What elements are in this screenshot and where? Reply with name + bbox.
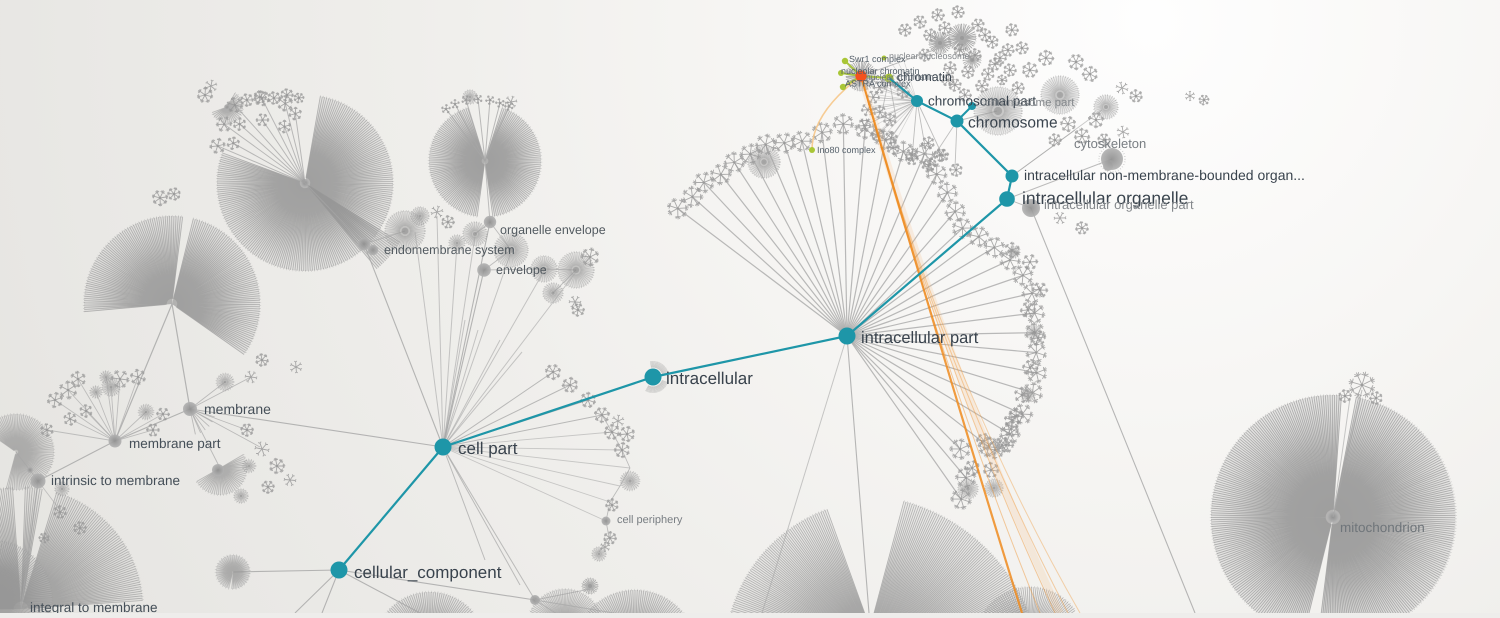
- svg-text:chromosome: chromosome: [968, 115, 1058, 132]
- svg-text:intracellular part: intracellular part: [861, 329, 979, 347]
- svg-text:cytoskeleton: cytoskeleton: [1074, 136, 1146, 151]
- svg-text:membrane: membrane: [204, 401, 271, 417]
- svg-text:intracellular: intracellular: [666, 369, 753, 388]
- svg-text:chromosomal part: chromosomal part: [928, 94, 1036, 109]
- svg-text:intracellular organelle part: intracellular organelle part: [1044, 197, 1194, 212]
- svg-text:cell part: cell part: [458, 439, 518, 458]
- svg-text:Ino80 complex: Ino80 complex: [817, 145, 876, 155]
- svg-text:nucleolar chromatin: nucleolar chromatin: [841, 66, 920, 76]
- svg-text:integral to membrane: integral to membrane: [30, 600, 158, 613]
- svg-text:Swr1 complex: Swr1 complex: [849, 54, 906, 64]
- svg-text:chromatin: chromatin: [897, 70, 952, 84]
- svg-text:intrinsic to membrane: intrinsic to membrane: [51, 473, 180, 488]
- svg-text:nuclear nucleosome: nuclear nucleosome: [889, 51, 970, 61]
- svg-text:envelope: envelope: [496, 263, 547, 277]
- svg-text:membrane part: membrane part: [129, 436, 221, 451]
- svg-text:intracellular organelle: intracellular organelle: [1022, 188, 1188, 208]
- svg-text:nuclear chromatin: nuclear chromatin: [866, 72, 934, 82]
- svg-text:organelle envelope: organelle envelope: [500, 223, 606, 237]
- svg-text:mitochondrion: mitochondrion: [1340, 520, 1425, 535]
- svg-text:cell periphery: cell periphery: [617, 514, 683, 526]
- svg-text:cellular_component: cellular_component: [354, 563, 502, 582]
- svg-text:ASTRA complex: ASTRA complex: [845, 79, 911, 89]
- svg-text:intracellular non-membrane-bou: intracellular non-membrane-bounded organ…: [1024, 167, 1305, 183]
- svg-text:chromosome part: chromosome part: [985, 97, 1075, 109]
- svg-text:endomembrane system: endomembrane system: [384, 243, 515, 257]
